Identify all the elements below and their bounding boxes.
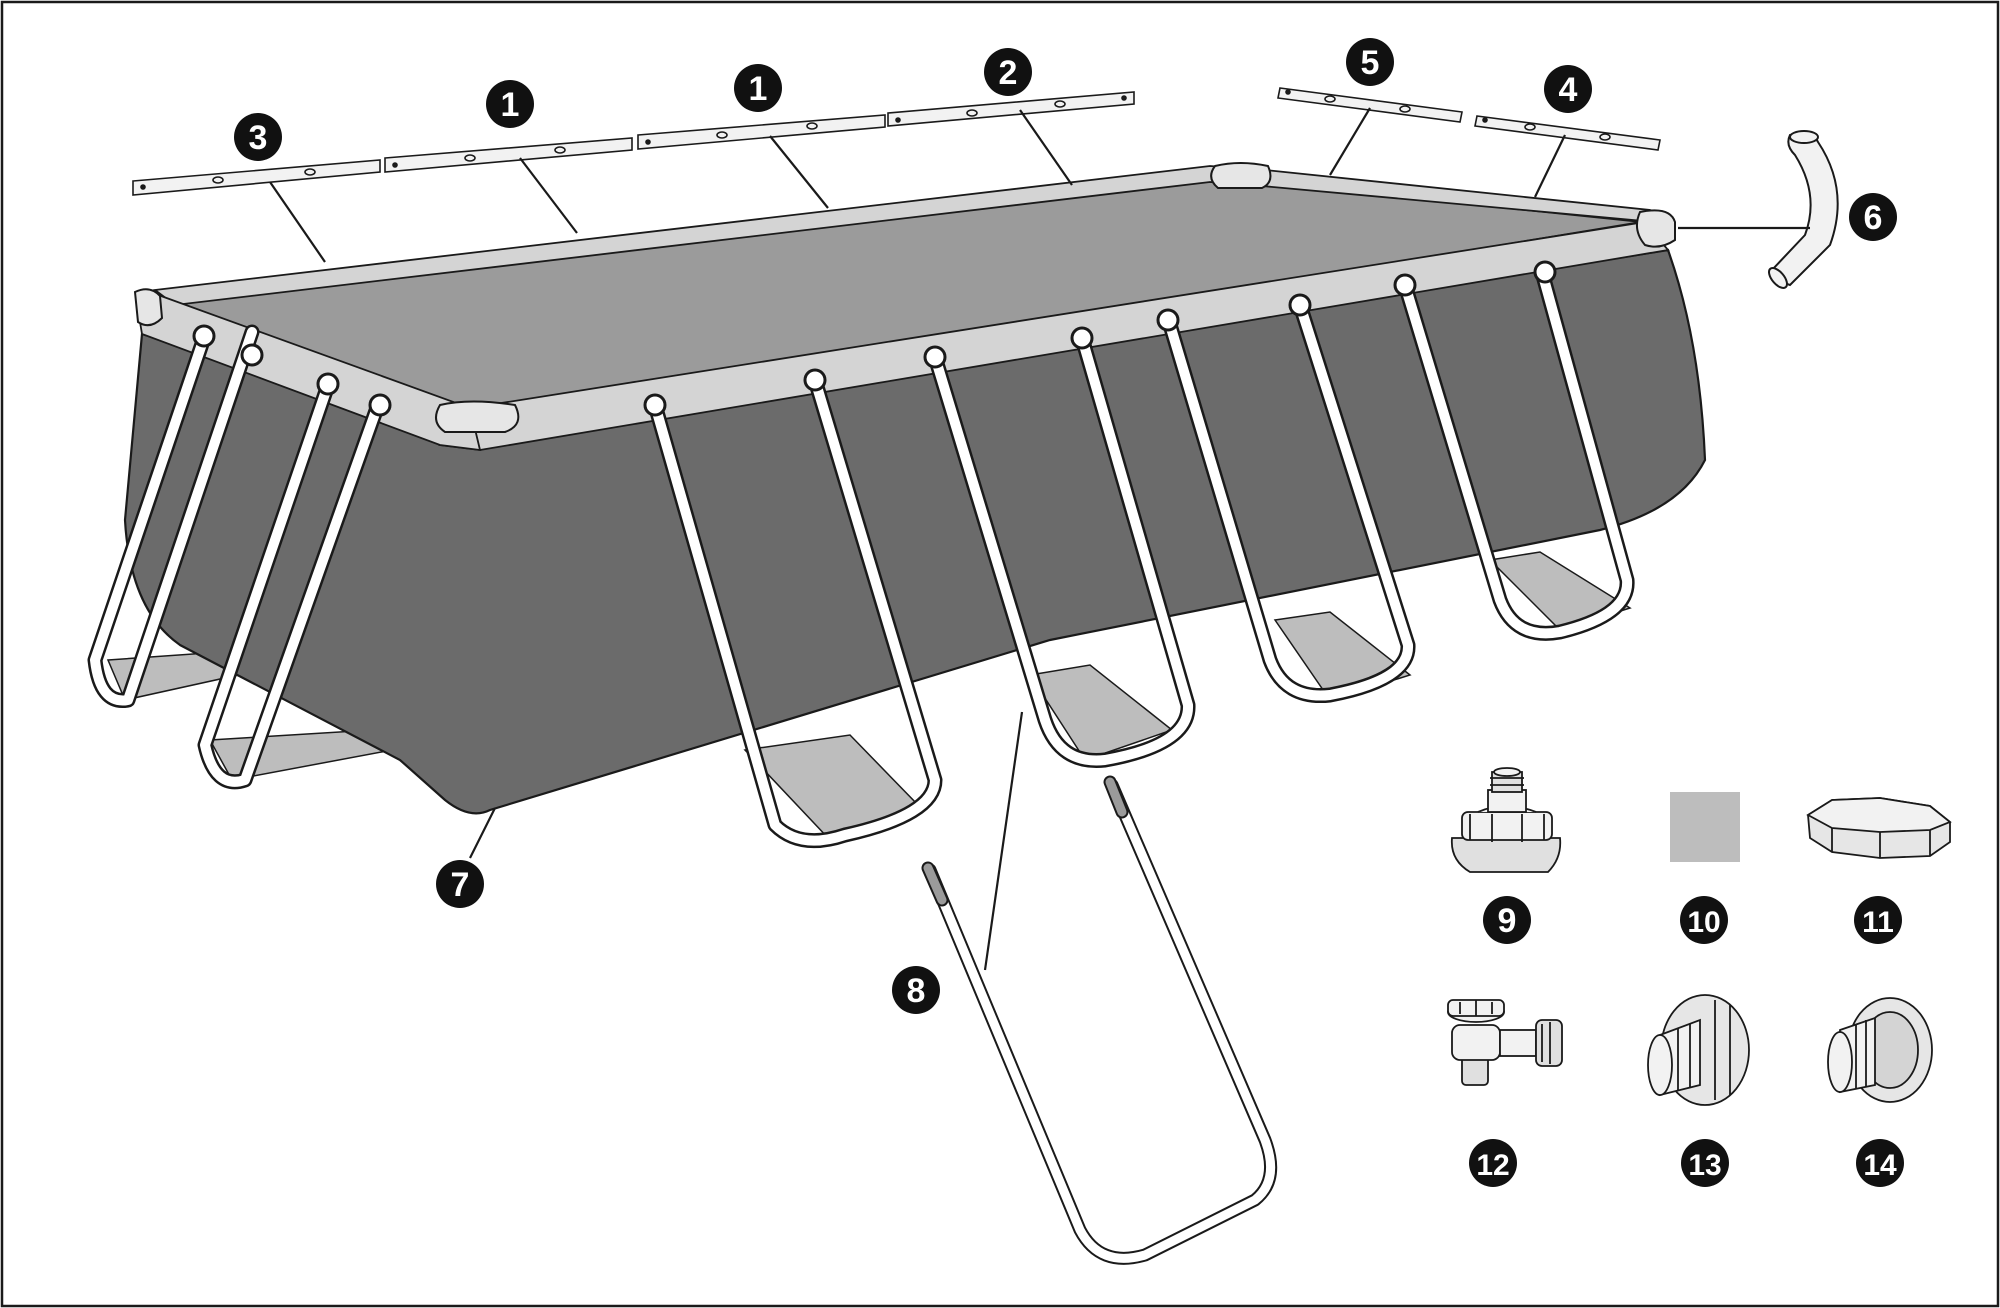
callout-5: 5 (1346, 38, 1394, 86)
part-13-strainer (1647, 994, 1750, 1106)
rail-part-4 (1474, 115, 1661, 151)
svg-text:14: 14 (1863, 1149, 1897, 1182)
svg-text:9: 9 (1498, 902, 1517, 940)
loose-leg-part (921, 775, 1278, 1265)
corner-elbow-part (1768, 130, 1839, 289)
svg-text:1: 1 (501, 86, 520, 124)
part-11-drain-cap (1806, 797, 1952, 859)
svg-text:6: 6 (1864, 199, 1883, 237)
rail-part-1a (384, 137, 633, 173)
pool-assembly (87, 162, 1707, 849)
leader-lines (269, 107, 1810, 971)
corner-joints (133, 162, 1676, 433)
svg-text:12: 12 (1476, 1149, 1509, 1182)
part-10-repair-patch (1670, 792, 1740, 862)
svg-text:3: 3 (249, 119, 268, 157)
svg-text:13: 13 (1688, 1149, 1721, 1182)
svg-text:5: 5 (1361, 44, 1380, 82)
part-12-valve (1447, 999, 1563, 1086)
callout-4: 4 (1544, 65, 1592, 113)
callout-7: 7 (436, 860, 484, 908)
callout-9: 9 (1483, 896, 1531, 944)
callouts: 3 1 1 2 5 4 6 7 8 9 10 11 12 13 14 (234, 38, 1904, 1187)
svg-text:1: 1 (749, 70, 768, 108)
rail-part-2 (887, 91, 1135, 127)
callout-6: 6 (1849, 193, 1897, 241)
pool-legs-inner (90, 267, 1633, 846)
callout-11: 11 (1854, 896, 1902, 944)
svg-text:2: 2 (999, 54, 1018, 92)
svg-text:4: 4 (1559, 71, 1578, 109)
svg-text:8: 8 (907, 972, 926, 1010)
svg-text:11: 11 (1862, 906, 1894, 939)
svg-text:7: 7 (451, 866, 470, 904)
rail-part-1b (637, 114, 886, 150)
callout-8: 8 (892, 966, 940, 1014)
callout-13: 13 (1681, 1139, 1729, 1187)
part-14-strainer (1827, 997, 1933, 1103)
callout-2: 2 (984, 48, 1032, 96)
leg-sleeves (192, 260, 1557, 417)
callout-14: 14 (1856, 1139, 1904, 1187)
part-9-drain-adapter (1450, 767, 1562, 873)
rail-part-3 (132, 159, 381, 196)
rail-bars (132, 87, 1661, 196)
callout-1b: 1 (734, 64, 782, 112)
callout-12: 12 (1469, 1139, 1517, 1187)
callout-10: 10 (1680, 896, 1728, 944)
rail-part-5 (1277, 87, 1463, 123)
callout-3: 3 (234, 113, 282, 161)
svg-text:10: 10 (1687, 906, 1720, 939)
callout-1a: 1 (486, 80, 534, 128)
